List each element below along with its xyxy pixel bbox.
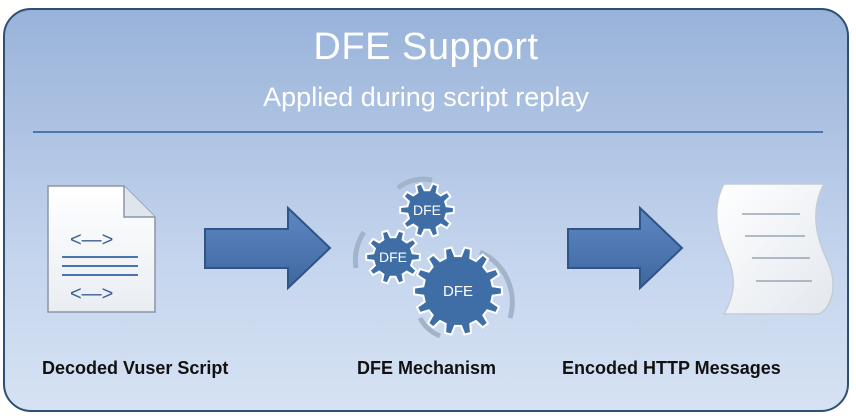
title-divider bbox=[33, 131, 823, 133]
script-tag-top: <—> bbox=[70, 229, 113, 251]
gears-icon: DFE DFE DFE bbox=[352, 176, 515, 339]
gear-label-top: DFE bbox=[413, 202, 441, 218]
flow-arrow-1 bbox=[204, 205, 332, 291]
script-tag-bottom: <—> bbox=[70, 283, 113, 305]
message-scroll-icon bbox=[716, 183, 834, 315]
diagram-subtitle: Applied during script replay bbox=[263, 82, 589, 112]
gear-shape bbox=[413, 246, 503, 336]
gear-top bbox=[399, 182, 455, 238]
gear-shape bbox=[365, 229, 421, 285]
step-caption-encoded-messages: Encoded HTTP Messages bbox=[562, 358, 781, 378]
flow-arrow-2 bbox=[567, 205, 684, 291]
gear-label-left: DFE bbox=[379, 249, 407, 265]
diagram-title: DFE Support bbox=[313, 26, 539, 68]
gear-large bbox=[413, 246, 503, 336]
gear-left bbox=[365, 229, 421, 285]
gear-shape bbox=[399, 182, 455, 238]
script-document-icon: <—> <—> bbox=[47, 185, 156, 313]
step-caption-dfe-mechanism: DFE Mechanism bbox=[357, 358, 497, 378]
gear-label-large: DFE bbox=[443, 283, 473, 300]
step-caption-decoded-script: Decoded Vuser Script bbox=[42, 358, 229, 378]
